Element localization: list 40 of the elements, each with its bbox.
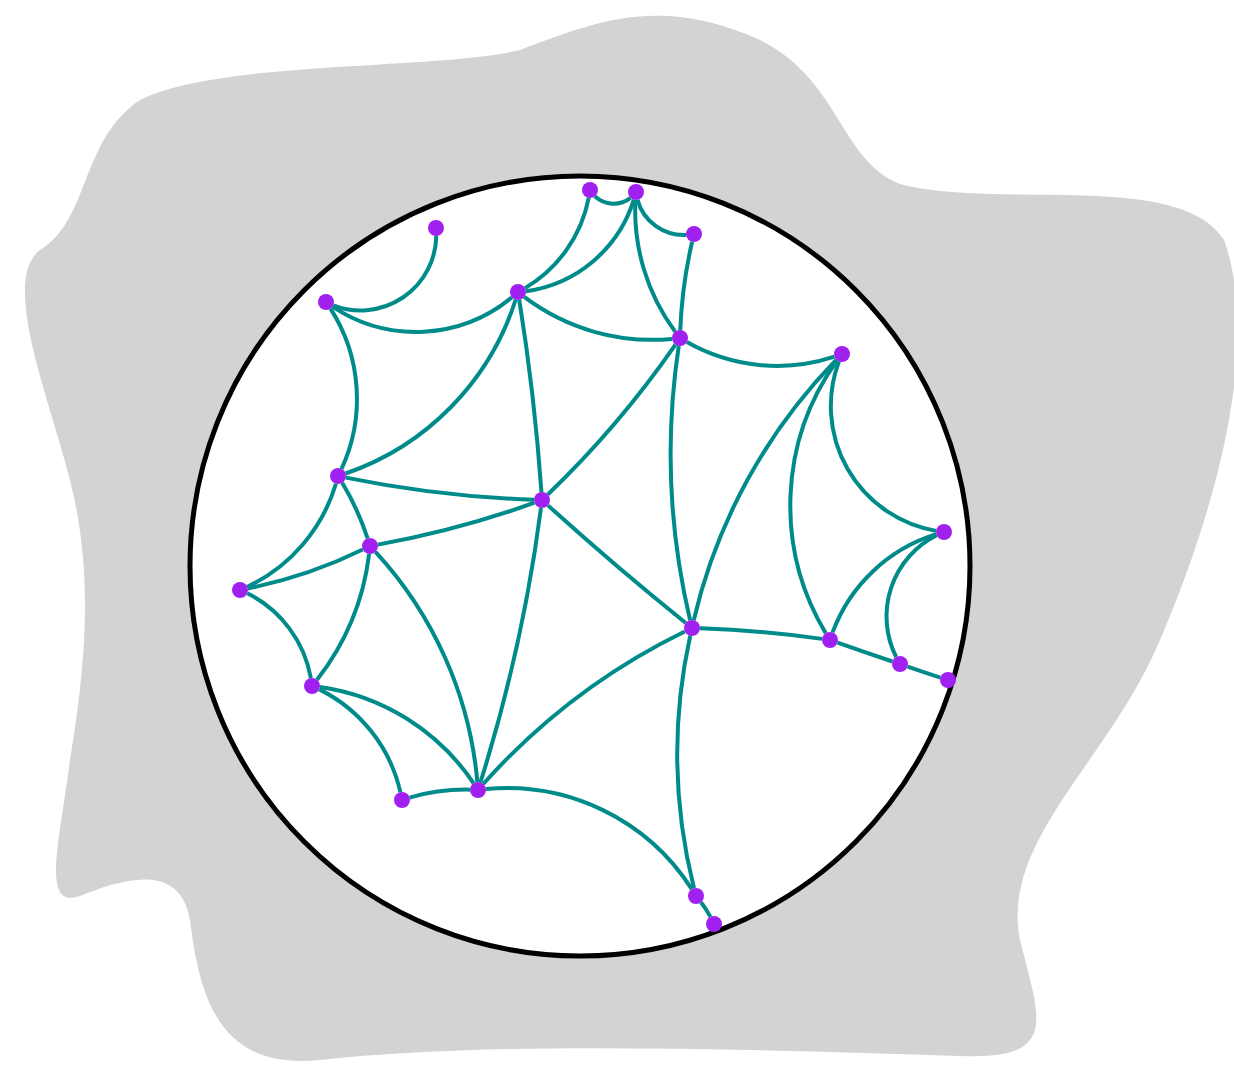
geodesic-arc: [525, 199, 636, 294]
geodesic-arc: [328, 307, 359, 470]
geodesic-arc: [319, 685, 476, 785]
geodesic-arc: [377, 500, 536, 547]
geodesic-arc: [345, 475, 535, 502]
geodesic-arc: [344, 298, 518, 476]
geodesic-arc: [699, 901, 713, 918]
geodesic-arc: [675, 635, 696, 889]
geodesic-arc: [523, 295, 673, 342]
geodesic-arc: [828, 360, 937, 533]
geodesic-arc: [669, 345, 693, 621]
geodesic-arc: [830, 532, 937, 634]
geodesic-arc: [315, 553, 372, 681]
geodesic-arc: [678, 241, 695, 331]
geodesic-arc: [836, 640, 894, 664]
geodesic-arc: [906, 664, 941, 680]
geodesic-arc: [691, 358, 838, 621]
geodesic-arc: [635, 199, 687, 238]
geodesic-arc: [546, 343, 678, 496]
geodesic-arc: [699, 626, 823, 641]
geodesic-arc: [546, 503, 688, 625]
geodesic-arc: [481, 629, 686, 786]
geodesic-arc: [884, 533, 938, 658]
geodesic-arc: [788, 359, 839, 635]
geodesic-arc: [318, 687, 403, 793]
geodesic-arc: [246, 483, 338, 589]
geodesic-arc: [593, 194, 632, 206]
geodesic-arc: [409, 787, 471, 800]
geodesic-arc: [373, 550, 480, 783]
geodesic-arc: [340, 481, 370, 540]
geodesic-arc: [633, 199, 677, 333]
geodesic-arc: [686, 340, 835, 368]
geodesic-arc: [485, 786, 694, 891]
geodesic-arc: [247, 547, 364, 591]
geodesic-arc: [517, 299, 544, 493]
geodesic-arc: [246, 591, 313, 679]
geodesic-arc: [331, 295, 514, 334]
geodesic-arc: [478, 507, 543, 783]
geodesic-arc: [523, 197, 591, 290]
geodesic-arc: [332, 235, 439, 313]
